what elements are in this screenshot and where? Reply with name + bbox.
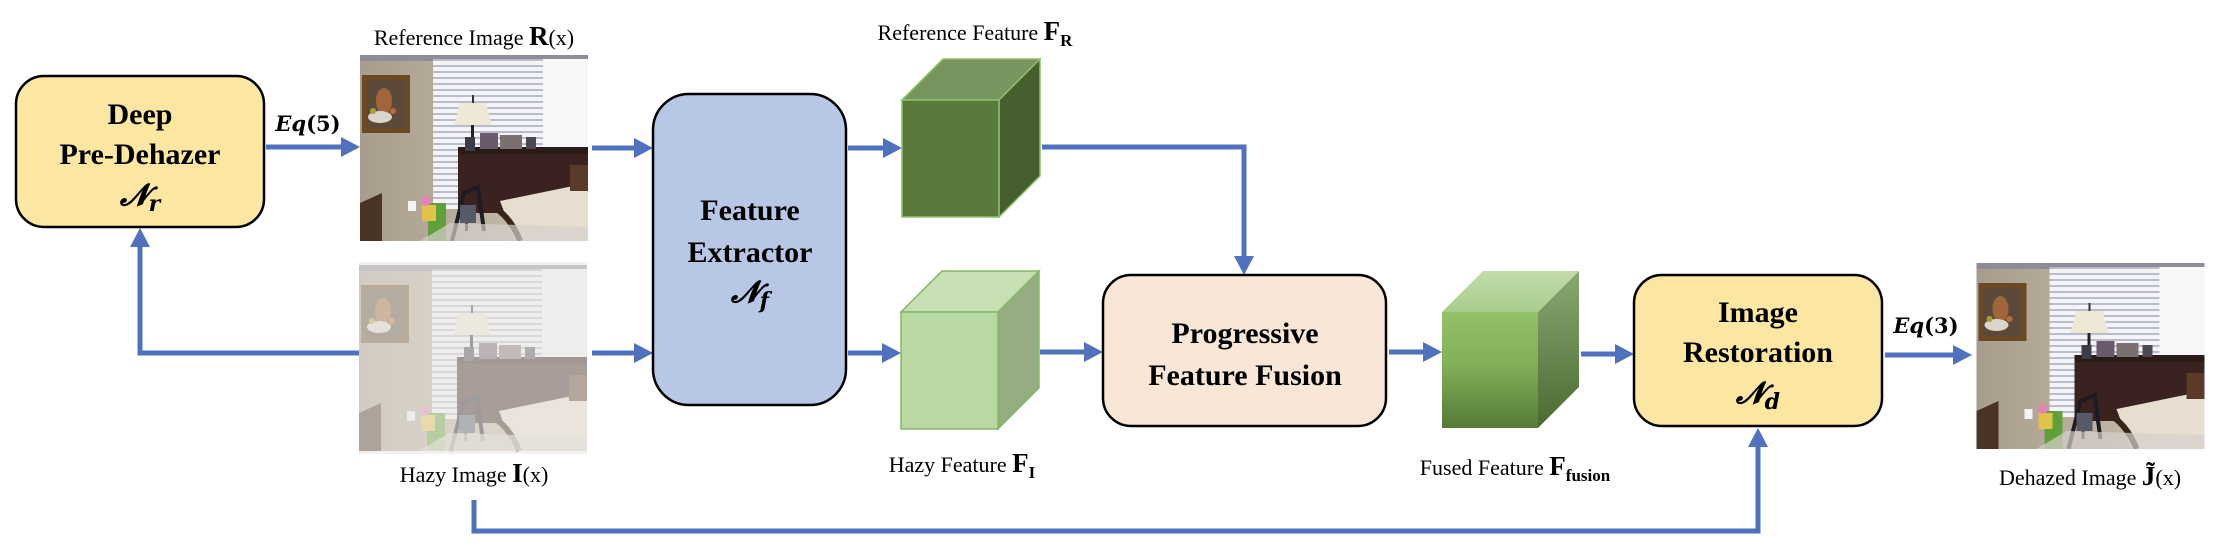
arrow-hazy-to-predehazer [130, 228, 360, 356]
reference-feature-cube [900, 57, 1042, 219]
extractor-line2: Extractor [688, 236, 813, 269]
arrow-fused-feature-to-restoration [1581, 344, 1634, 364]
fusion-line2: Feature Fusion [1148, 359, 1342, 392]
hazy-feature-cube [899, 269, 1041, 431]
dehazed-image-caption: Dehazed Image J̃(x) [1999, 461, 2181, 491]
fused-feature-cube [1442, 271, 1579, 428]
reference-feature-caption: Reference Feature FR [878, 16, 1074, 50]
arrow-hazy-feature-to-fusion [1040, 342, 1103, 362]
pre-dehazer-line1: Deep [108, 98, 173, 131]
pre-dehazer-line2: Pre-Dehazer [59, 138, 220, 171]
arrow-predehazer-to-reference [266, 137, 360, 157]
reference-image [360, 55, 588, 241]
hazy-feature-caption: Hazy Feature FI [889, 448, 1036, 482]
dehazed-image [1977, 263, 2205, 449]
arrow-restoration-to-dehazed [1885, 345, 1972, 365]
image-restoration-box: Image Restoration 𝓝d [1632, 273, 1884, 428]
arrow-extractor-to-reference-feature [848, 138, 902, 158]
extractor-line1: Feature [700, 194, 799, 227]
fused-feature-caption: Fused Feature Ffusion [1420, 451, 1611, 485]
arrow-reference-to-extractor [592, 138, 653, 158]
restoration-line1: Image [1718, 296, 1798, 329]
arrow-fusion-to-fused-feature [1389, 342, 1442, 362]
hazy-image [359, 262, 587, 454]
eq3-label: Eq(3) [1892, 313, 1958, 338]
arrow-extractor-to-hazy-feature [848, 343, 901, 363]
reference-image-caption: Reference Image R(x) [374, 21, 574, 51]
arrow-hazy-skip-to-restoration [471, 428, 1768, 534]
fusion-line1: Progressive [1171, 317, 1318, 350]
restoration-line2: Restoration [1683, 336, 1833, 369]
progressive-feature-fusion-box: Progressive Feature Fusion [1101, 273, 1388, 428]
hazy-image-caption: Hazy Image I(x) [400, 458, 549, 488]
eq5-label: Eq(5) [274, 111, 340, 136]
arrow-hazy-to-extractor [592, 343, 653, 363]
deep-pre-dehazer-box: Deep Pre-Dehazer 𝓝r [14, 74, 266, 229]
arrow-reference-feature-to-fusion [1042, 144, 1254, 275]
feature-extractor-box: Feature Extractor 𝓝f [651, 92, 848, 407]
